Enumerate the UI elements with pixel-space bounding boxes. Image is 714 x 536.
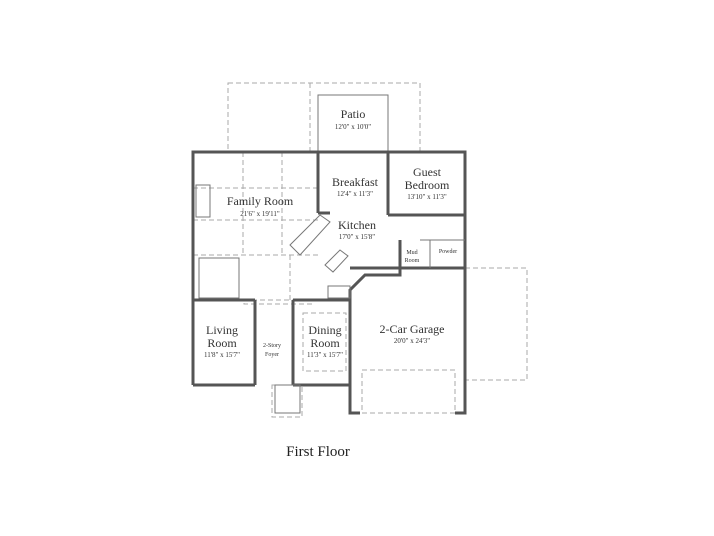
guest-bedroom-size: 13'10" x 11'3" — [407, 193, 447, 201]
dining-room-label-1: Dining — [308, 323, 341, 337]
dining-room-label-2: Room — [310, 336, 340, 350]
family-room-label: Family Room — [227, 194, 294, 208]
garage-label: 2-Car Garage — [380, 322, 445, 336]
foyer-label-1: 2-Story — [263, 343, 281, 349]
patio-label: Patio — [341, 107, 366, 121]
garage-size: 20'0" x 24'3" — [394, 337, 430, 345]
living-room-size: 11'8" x 15'7" — [204, 351, 240, 359]
foyer-label-2: Foyer — [265, 352, 279, 358]
breakfast-label: Breakfast — [332, 175, 379, 189]
living-room-label-1: Living — [206, 323, 238, 337]
dining-room-size: 11'3" x 15'7" — [307, 351, 343, 359]
kitchen-label: Kitchen — [338, 218, 376, 232]
kitchen-size: 17'0" x 15'8" — [339, 233, 375, 241]
guest-bedroom-label-1: Guest — [413, 165, 442, 179]
floor-title: First Floor — [286, 444, 350, 460]
breakfast-size: 12'4" x 11'3" — [337, 190, 373, 198]
living-room-label-2: Room — [207, 336, 237, 350]
dashed-outlines — [193, 82, 528, 418]
mud-room-label-1: Mud — [406, 250, 417, 256]
guest-bedroom-label-2: Bedroom — [405, 178, 450, 192]
patio-size: 12'0" x 10'0" — [335, 123, 371, 131]
room-labels: Patio 12'0" x 10'0" Breakfast 12'4" x 11… — [204, 107, 457, 359]
mud-room-label-2: Room — [405, 258, 420, 264]
walls — [191, 94, 467, 415]
powder-label: Powder — [439, 249, 457, 255]
family-room-size: 21'6" x 19'11" — [240, 210, 280, 218]
